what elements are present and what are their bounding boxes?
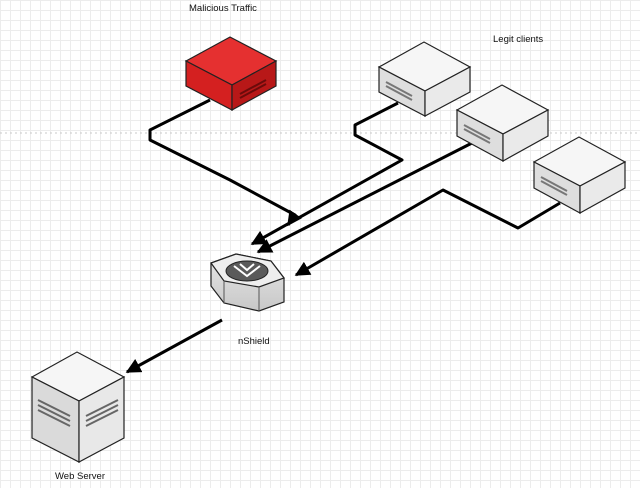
web-server-node[interactable]	[30, 351, 126, 463]
legit-client-1[interactable]	[377, 41, 472, 117]
malicious-node[interactable]	[184, 36, 278, 112]
label-web-server: Web Server	[55, 471, 105, 482]
legit-client-3[interactable]	[532, 136, 627, 215]
label-nshield: nShield	[238, 336, 270, 347]
connector-client2-to-nshield	[256, 141, 473, 254]
nshield-node[interactable]	[210, 253, 285, 312]
connector-client1-to-nshield	[250, 101, 404, 246]
label-legit-clients: Legit clients	[493, 34, 544, 45]
connector-nshield-to-webserver	[125, 318, 223, 374]
connector-malicious-to-nshield	[148, 98, 302, 227]
connector-client3-to-nshield	[294, 188, 561, 277]
label-malicious-traffic: Malicious Traffic	[189, 3, 257, 14]
legit-client-2[interactable]	[455, 84, 550, 163]
connectors	[125, 98, 561, 374]
